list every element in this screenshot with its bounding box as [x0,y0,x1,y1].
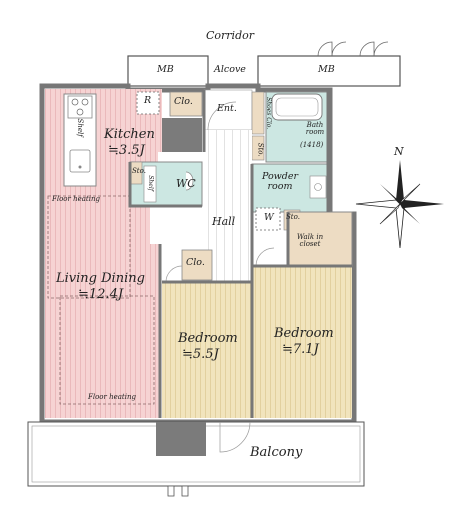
washer-label: W [264,212,274,223]
floor-heating-bottom-label: Floor heating [88,393,136,401]
kitchen-label: Kitchen [104,127,155,142]
walk-in-closet-room [287,211,353,267]
compass-north-label: N [394,145,404,158]
stove [67,95,93,119]
mb-doors [317,41,389,57]
corridor-label: Corridor [206,29,254,42]
living-dining-area: ≒12.4J [78,287,124,302]
walk-in-closet-label: Walk in closet [296,233,324,249]
kitchen-closet [169,91,203,117]
bedroom1-closet [181,249,213,281]
floor-heating-top-label: Floor heating [52,195,100,203]
fridge-label: R [144,95,152,106]
bedroom1-label: Bedroom [178,331,238,346]
entry-storage-label: Sto. [256,142,265,157]
compass-icon [355,160,444,249]
wc-storage-label: Sto. [132,167,146,175]
kitchen-closet-label: Clo. [174,96,193,107]
shoe-closet [251,91,265,135]
entrance-label: Ent. [217,103,237,114]
hall-label: Hall [212,215,236,228]
living-dining-label: Living Dining [56,271,145,286]
mb-left-label: MB [157,64,174,75]
sink [69,149,91,173]
bedroom2-label: Bedroom [274,326,334,341]
kitchen-area: ≒3.5J [108,143,145,158]
bathroom-label: Bath room [305,121,325,137]
bedroom1-area: ≒5.5J [182,347,219,362]
mb-right-box [257,55,401,87]
fridge-box [136,91,160,115]
bedroom2-area: ≒7.1J [282,342,319,357]
shoe-closet-label: Shoes Clo. [265,97,273,130]
floor-heating-zone-1 [47,195,131,299]
shelf-label: Shelf [75,118,84,137]
wc-label: WC [176,177,196,190]
bedroom1-closet-label: Clo. [186,257,205,268]
mb-left-box [127,55,209,87]
mb-right-label: MB [318,64,335,75]
washer-box [255,207,281,231]
wc-shelf-label: Shelf [146,175,154,191]
pillar [162,118,202,152]
powder-room-label: Powder room [261,171,299,192]
balcony-label: Balcony [250,445,303,460]
powder-storage-label: Sto. [286,213,300,221]
interior-walls [128,90,352,418]
floor-heating-zone-2 [59,295,155,405]
alcove-label: Alcove [214,64,246,75]
balcony-pillar [156,422,206,456]
bathroom-code: (1418) [300,141,324,149]
